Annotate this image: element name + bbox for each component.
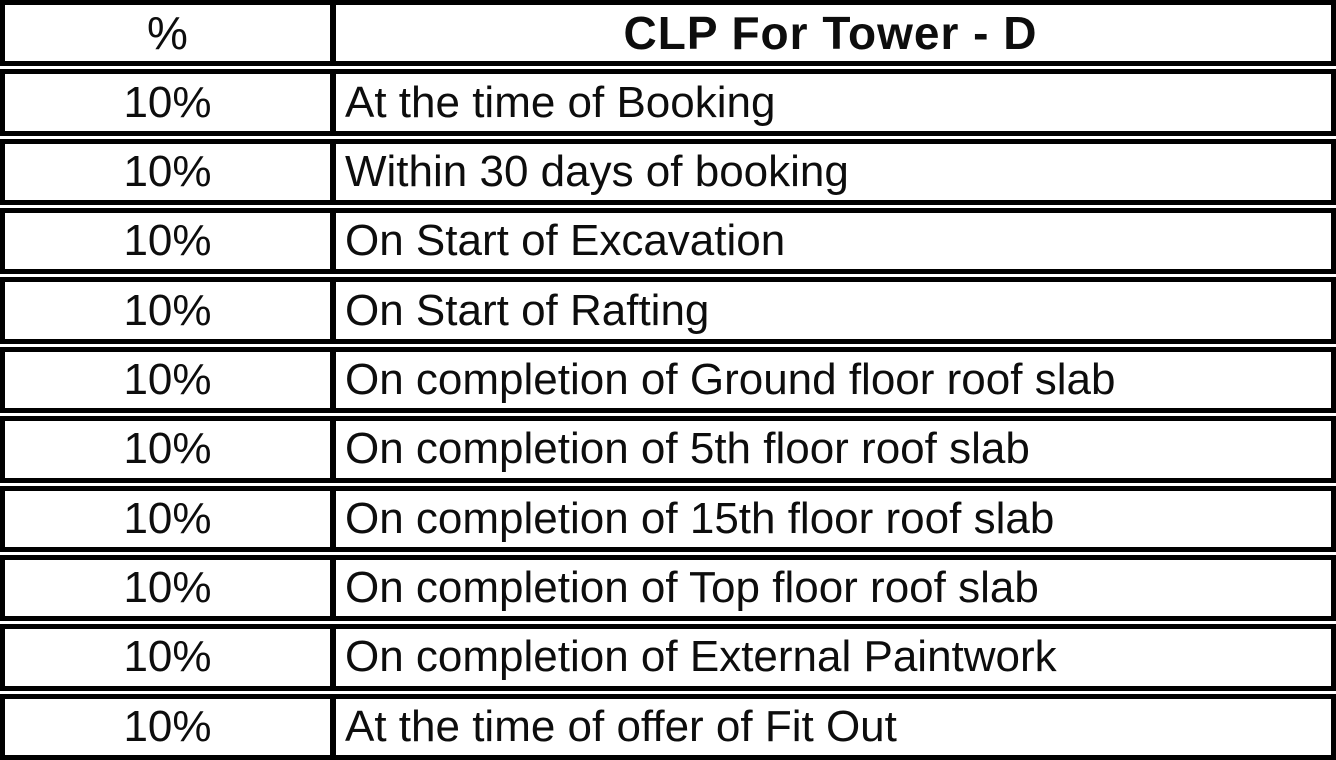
milestone-cell: On completion of 5th floor roof slab xyxy=(345,424,1030,474)
percent-cell: 10% xyxy=(5,698,336,755)
table-row: 10% On completion of Top floor roof slab xyxy=(0,554,1336,622)
milestone-cell: On completion of Top floor roof slab xyxy=(345,563,1039,613)
table-row: 10% On completion of 15th floor roof sla… xyxy=(0,485,1336,552)
percent-cell: 10% xyxy=(5,490,336,547)
table-row: 10% On completion of External Paintwork xyxy=(0,624,1336,691)
percent-cell: 10% xyxy=(5,559,336,617)
milestone-cell: On Start of Rafting xyxy=(345,285,710,335)
percent-cell: 10% xyxy=(5,143,336,201)
milestone-cell: On completion of 15th floor roof slab xyxy=(345,493,1055,543)
table-row: 10% On Start of Rafting xyxy=(0,277,1336,344)
table-row: 10% On completion of Ground floor roof s… xyxy=(0,346,1336,414)
table-row: 10% Within 30 days of booking xyxy=(0,138,1336,206)
column-header-percent: % xyxy=(5,5,336,62)
milestone-cell: On Start of Excavation xyxy=(345,216,786,266)
milestone-cell: On completion of Ground floor roof slab xyxy=(345,354,1116,404)
table-header-row: % CLP For Tower - D xyxy=(0,0,1336,67)
percent-cell: 10% xyxy=(5,421,336,478)
table-row: 10% On completion of 5th floor roof slab xyxy=(0,416,1336,483)
milestone-cell: At the time of Booking xyxy=(345,77,776,127)
table-row: 10% At the time of Booking xyxy=(0,69,1336,136)
table-row: 10% On Start of Excavation xyxy=(0,208,1336,275)
table-row: 10% At the time of offer of Fit Out xyxy=(0,693,1336,760)
percent-cell: 10% xyxy=(5,629,336,686)
milestone-cell: Within 30 days of booking xyxy=(345,146,849,196)
milestone-cell: On completion of External Paintwork xyxy=(345,632,1057,682)
percent-cell: 10% xyxy=(5,351,336,409)
column-header-clp-title: CLP For Tower - D xyxy=(623,7,1038,60)
percent-cell: 10% xyxy=(5,213,336,270)
milestone-cell: At the time of offer of Fit Out xyxy=(345,701,897,751)
percent-cell: 10% xyxy=(5,282,336,339)
percent-cell: 10% xyxy=(5,74,336,131)
